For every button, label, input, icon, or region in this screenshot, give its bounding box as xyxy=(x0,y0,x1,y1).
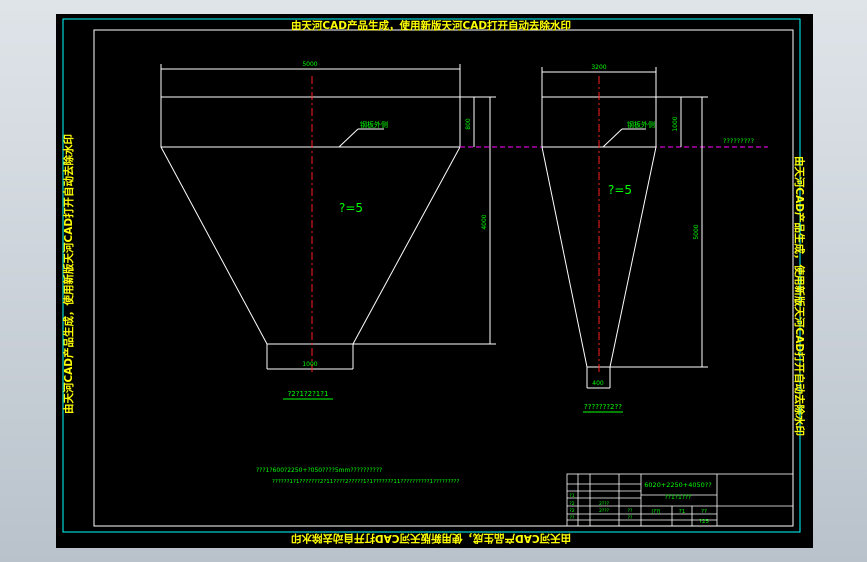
view2-hopper: 3200 1000 5000 400 钢板外侧 ?=5 ???????2?? xyxy=(541,64,708,413)
view2-cyl-height: 1000 xyxy=(672,116,679,131)
inner-frame-border xyxy=(93,29,794,527)
view1-leader-label: 钢板外侧 xyxy=(360,120,388,129)
title-cell-b: ?1 xyxy=(679,509,685,515)
view1-bottom-width: 1000 xyxy=(302,361,317,368)
watermark-right: 由天河CAD产品生成，使用新版天河CAD打开自动去除水印 xyxy=(793,156,806,436)
title-row-code: ?? xyxy=(628,508,633,514)
title-row-label: ?? xyxy=(570,515,575,521)
title-row-label: ?2 xyxy=(569,508,574,514)
note-line-2: ??????1?1???????2?11????2?????1?1???????… xyxy=(272,479,459,485)
title-block-subtitle: ??1?1??? xyxy=(665,494,692,501)
view1-cone-height: 4000 xyxy=(481,214,488,229)
view1-top-width: 5000 xyxy=(302,61,317,68)
title-cell-c: ?? xyxy=(701,509,707,515)
view2-leader-label: 钢板外侧 xyxy=(627,120,655,129)
watermark-bottom: 由天河CAD产品生成，使用新版天河CAD打开自动去除水印 xyxy=(291,532,571,545)
view1-cone xyxy=(160,146,461,345)
view1-cyl-height: 800 xyxy=(465,118,472,130)
title-cell-a: |??| xyxy=(651,509,661,515)
title-cell-d: ?25 xyxy=(699,519,709,525)
side-note: ????????? xyxy=(723,137,754,145)
view1-leader xyxy=(338,128,359,148)
title-block xyxy=(566,473,794,527)
title-row-label: ?2 xyxy=(569,501,574,507)
note-line-1: ???1?600?2250+?050????5mm?????????? xyxy=(256,467,382,474)
view2-bottom-width: 400 xyxy=(592,380,604,387)
title-row-code: ?? xyxy=(628,515,633,521)
view2-z-label: ?=5 xyxy=(608,183,632,197)
view1-caption: ?2?1?2?1?1 xyxy=(288,390,329,398)
watermark-left: 由天河CAD产品生成，使用新版天河CAD打开自动去除水印 xyxy=(62,134,75,414)
view1-z-label: ?=5 xyxy=(339,201,363,215)
view2-cone-height: 5000 xyxy=(693,224,700,239)
view1-hopper: 5000 800 4000 1000 钢板外侧 ?=5 ?2?1?2?1?1 xyxy=(160,61,496,400)
view2-caption: ???????2?? xyxy=(584,403,622,411)
title-block-title: 6020+2250+4050?? xyxy=(644,481,711,489)
title-row-label: ?1 xyxy=(569,493,574,499)
title-row-code: 2??? xyxy=(599,501,610,507)
view2-leader xyxy=(602,128,623,148)
cad-drawing-canvas[interactable]: 由天河CAD产品生成，使用新版天河CAD打开自动去除水印 由天河CAD产品生成，… xyxy=(56,14,813,548)
watermark-top: 由天河CAD产品生成，使用新版天河CAD打开自动去除水印 xyxy=(291,19,571,32)
view2-top-width: 3200 xyxy=(591,64,606,71)
title-row-code: 2??? xyxy=(599,508,610,514)
outer-sheet-border xyxy=(62,18,801,533)
view1-cylinder xyxy=(160,96,461,148)
